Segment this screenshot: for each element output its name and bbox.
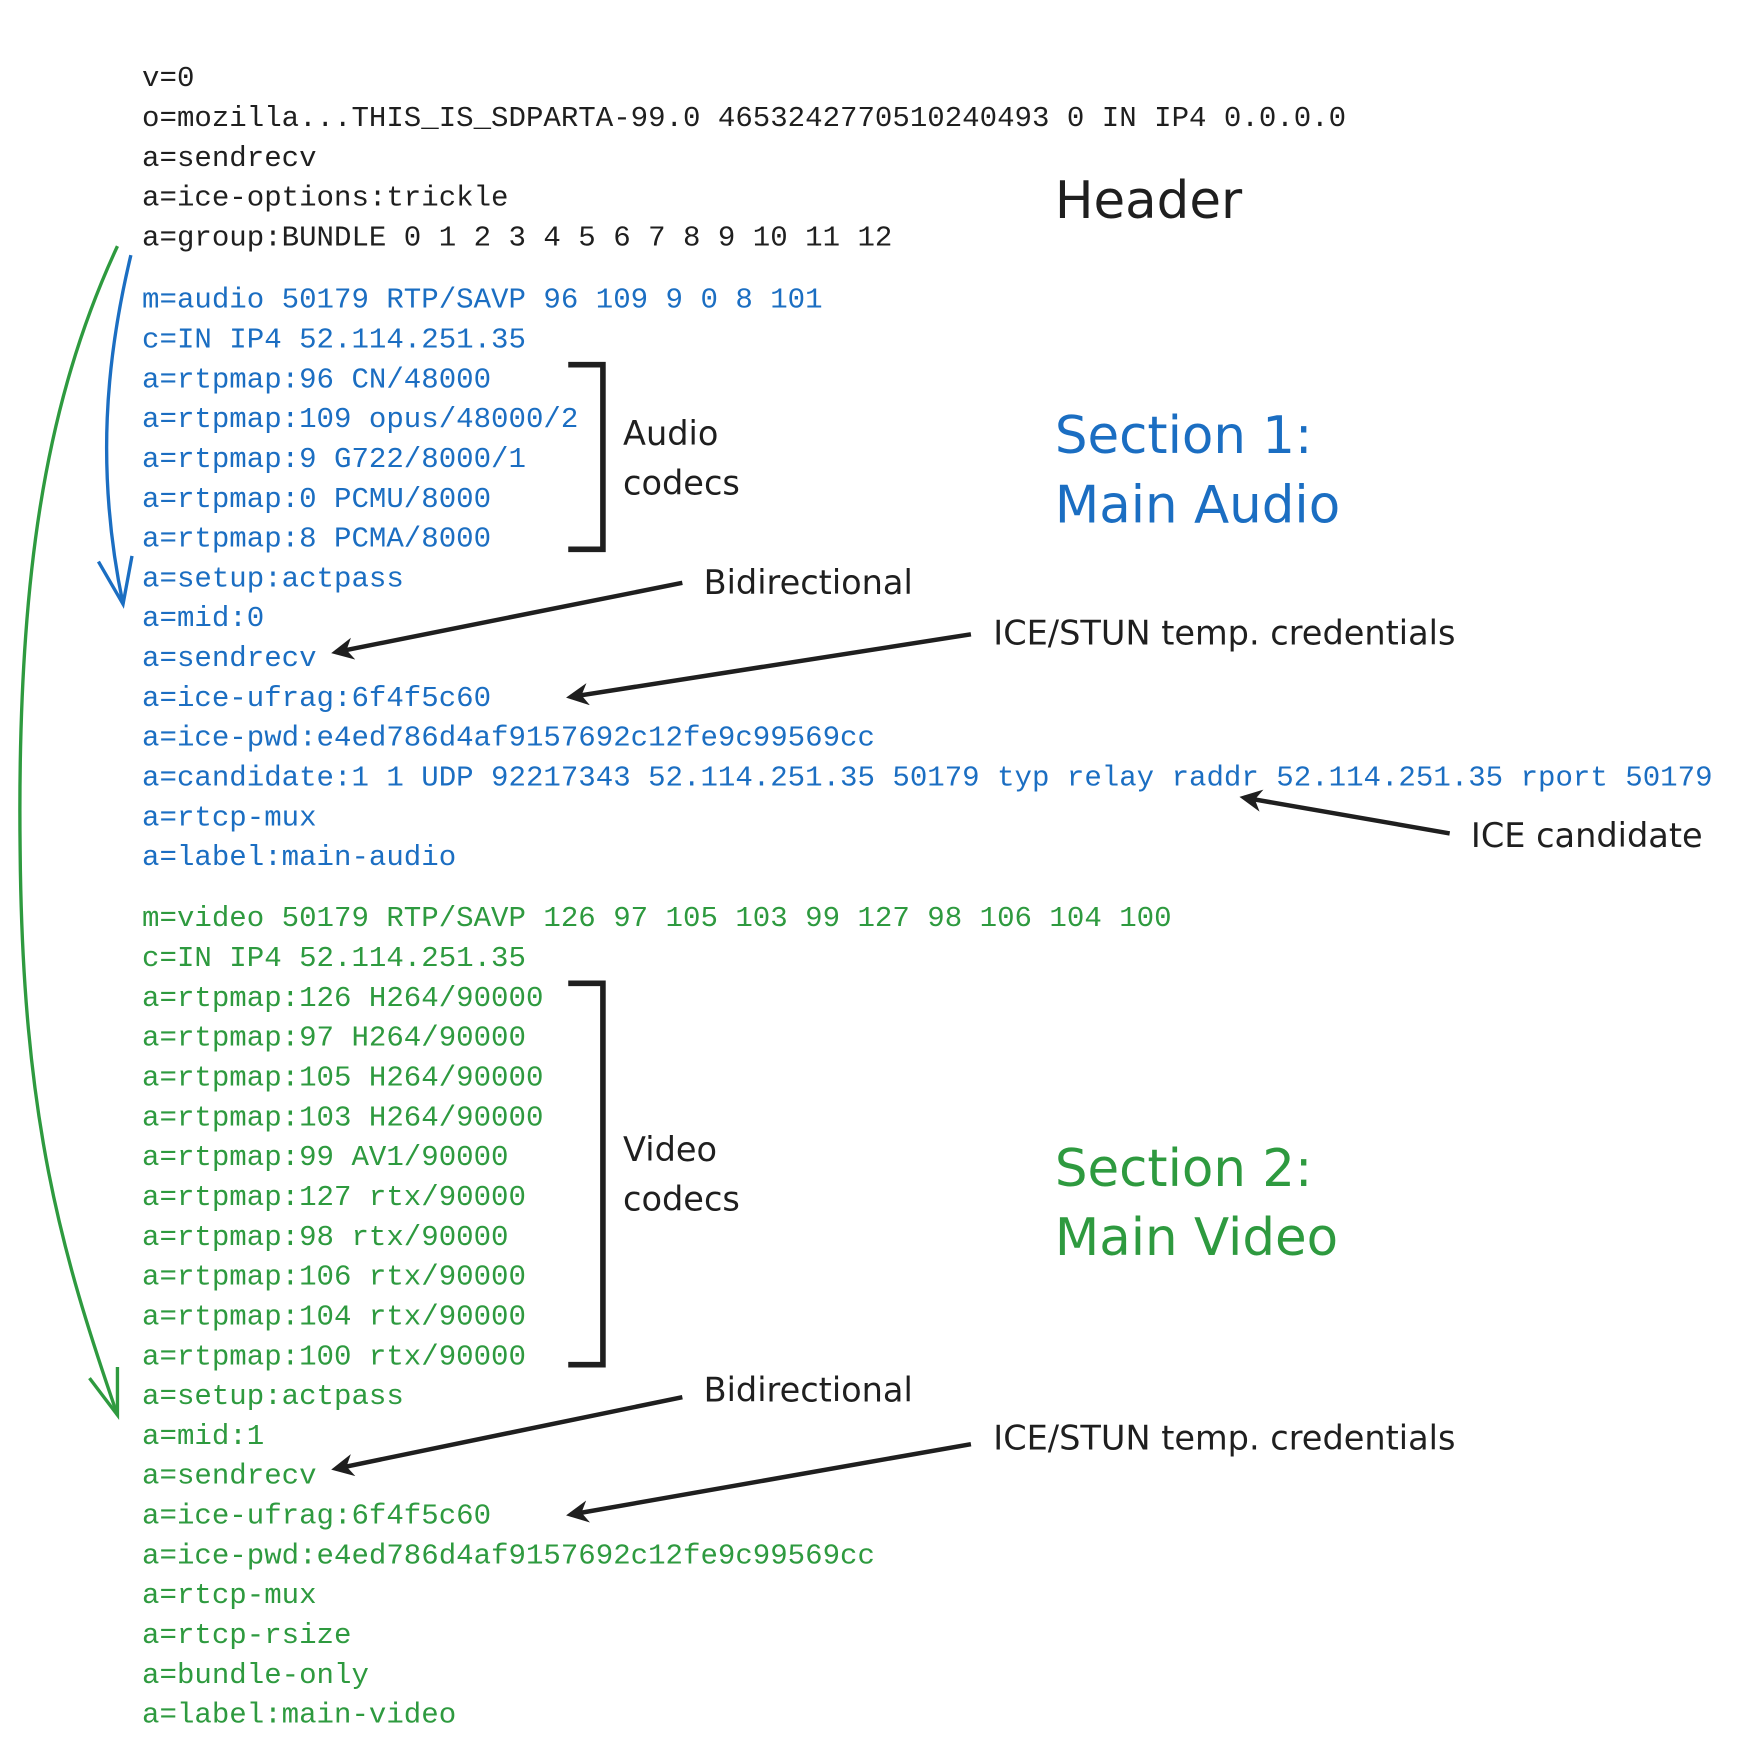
audio-sdp-line: a=ice-ufrag:6f4f5c60 — [142, 682, 491, 715]
header-sdp-line: o=mozilla...THIS_IS_SDPARTA-99.0 4653242… — [142, 102, 1346, 135]
audio-sdp-line: a=rtpmap:8 PCMA/8000 — [142, 523, 491, 556]
video-bidirectional-arrow — [331, 1394, 683, 1477]
audio-span-arrowhead — [96, 555, 134, 609]
audio-codecs-label: Audio — [623, 414, 718, 453]
audio-sdp-line: c=IN IP4 52.114.251.35 — [142, 323, 526, 356]
video-sdp-line: a=rtpmap:99 AV1/90000 — [142, 1141, 508, 1174]
header-sdp-line: a=sendrecv — [142, 142, 317, 175]
video-sdp-line: a=label:main-video — [142, 1699, 456, 1732]
audio-credentials-label: ICE/STUN temp. credentials — [993, 613, 1455, 652]
video-sdp-line: a=bundle-only — [142, 1659, 369, 1692]
audio-section-subtitle: Main Audio — [1055, 475, 1340, 535]
video-sdp-line: a=rtcp-mux — [142, 1579, 317, 1612]
header-sdp-line: a=group:BUNDLE 0 1 2 3 4 5 6 7 8 9 10 11… — [142, 221, 892, 254]
audio-sdp-line: a=label:main-audio — [142, 841, 456, 874]
video-codecs-bracket — [568, 980, 606, 1368]
audio-sdp-line: a=rtpmap:109 opus/48000/2 — [142, 403, 578, 436]
audio-section-title: Section 1: — [1055, 406, 1313, 466]
audio-candidate-label: ICE candidate — [1471, 816, 1703, 855]
video-sdp-lines: m=video 50179 RTP/SAVP 126 97 105 103 99… — [142, 902, 1172, 1731]
header-sdp-line: a=ice-options:trickle — [142, 182, 508, 215]
audio-sdp-line: a=rtcp-mux — [142, 801, 317, 834]
video-sdp-line: a=ice-pwd:e4ed786d4af9157692c12fe9c99569… — [142, 1539, 875, 1572]
video-codecs-label-2: codecs — [623, 1179, 740, 1218]
audio-span-arrow — [104, 254, 133, 605]
video-credentials-arrow — [566, 1441, 972, 1523]
video-sdp-line: a=rtcp-rsize — [142, 1619, 351, 1652]
audio-codecs-bracket — [568, 361, 606, 553]
video-sdp-line: a=rtpmap:104 rtx/90000 — [142, 1300, 526, 1333]
audio-codecs-label-2: codecs — [623, 463, 740, 502]
video-span-arrow — [18, 245, 120, 1416]
audio-sdp-line: a=candidate:1 1 UDP 92217343 52.114.251.… — [142, 762, 1712, 795]
audio-sdp-line: m=audio 50179 RTP/SAVP 96 109 9 0 8 101 — [142, 284, 823, 317]
video-sdp-line: a=ice-ufrag:6f4f5c60 — [142, 1500, 491, 1533]
video-sdp-line: a=rtpmap:103 H264/90000 — [142, 1101, 543, 1134]
audio-sdp-line: a=rtpmap:9 G722/8000/1 — [142, 443, 526, 476]
audio-bidirectional-label: Bidirectional — [704, 563, 913, 602]
audio-sdp-line: a=ice-pwd:e4ed786d4af9157692c12fe9c99569… — [142, 722, 875, 755]
audio-bidirectional-arrow — [331, 580, 683, 660]
audio-sdp-line: a=mid:0 — [142, 602, 264, 635]
video-sdp-line: a=rtpmap:106 rtx/90000 — [142, 1261, 526, 1294]
video-span-arrowhead — [88, 1366, 120, 1421]
video-sdp-line: a=sendrecv — [142, 1460, 317, 1493]
audio-sdp-lines: m=audio 50179 RTP/SAVP 96 109 9 0 8 101 c… — [142, 284, 1712, 875]
header-sdp-lines: v=0 o=mozilla...THIS_IS_SDPARTA-99.0 4653… — [142, 62, 1346, 254]
video-credentials-label: ICE/STUN temp. credentials — [993, 1419, 1455, 1458]
header-title: Header — [1055, 171, 1243, 231]
video-sdp-line: c=IN IP4 52.114.251.35 — [142, 942, 526, 975]
video-bidirectional-label: Bidirectional — [704, 1371, 913, 1410]
audio-candidate-arrow — [1239, 789, 1451, 836]
audio-sdp-line: a=setup:actpass — [142, 562, 404, 595]
video-sdp-line: a=rtpmap:127 rtx/90000 — [142, 1181, 526, 1214]
audio-sdp-line: a=sendrecv — [142, 642, 317, 675]
video-section-subtitle: Main Video — [1055, 1208, 1338, 1268]
header-sdp-line: v=0 — [142, 62, 194, 95]
video-sdp-line: a=rtpmap:100 rtx/90000 — [142, 1340, 526, 1373]
video-sdp-line: m=video 50179 RTP/SAVP 126 97 105 103 99… — [142, 902, 1172, 935]
audio-sdp-line: a=rtpmap:96 CN/48000 — [142, 363, 491, 396]
video-sdp-line: a=rtpmap:98 rtx/90000 — [142, 1221, 508, 1254]
video-sdp-line: a=setup:actpass — [142, 1380, 404, 1413]
video-sdp-line: a=rtpmap:126 H264/90000 — [142, 982, 543, 1015]
audio-credentials-arrow — [566, 632, 972, 706]
video-sdp-line: a=rtpmap:105 H264/90000 — [142, 1062, 543, 1095]
audio-sdp-line: a=rtpmap:0 PCMU/8000 — [142, 483, 491, 516]
video-sdp-line: a=mid:1 — [142, 1420, 264, 1453]
video-section-title: Section 2: — [1055, 1139, 1313, 1199]
video-sdp-line: a=rtpmap:97 H264/90000 — [142, 1022, 526, 1055]
video-codecs-label: Video — [623, 1130, 717, 1169]
